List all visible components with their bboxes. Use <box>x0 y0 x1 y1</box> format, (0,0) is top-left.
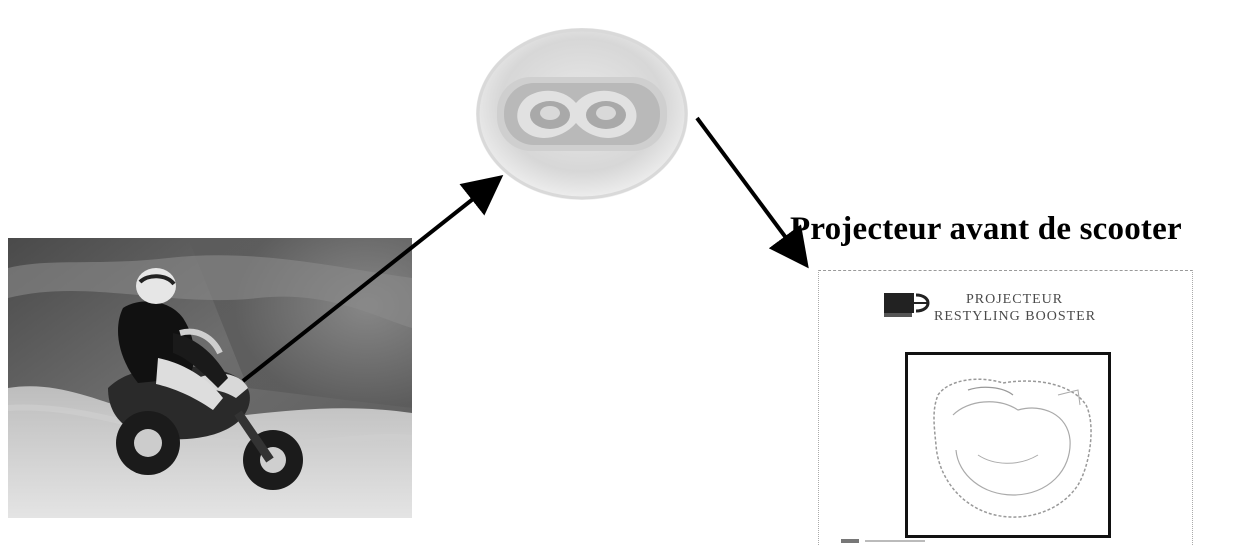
document-footer-mark <box>841 539 925 543</box>
headlight-image <box>472 25 692 203</box>
document-title-line1: PROJECTEUR <box>966 292 1064 307</box>
headlight-sketch <box>933 378 1092 518</box>
scooter-rider-photo <box>8 238 412 518</box>
document-drawing-frame <box>905 352 1111 538</box>
scooter-photo-graphic <box>8 238 412 518</box>
document-title-line2: RESTYLING BOOSTER <box>934 309 1097 324</box>
product-document: PROJECTEUR RESTYLING BOOSTER <box>818 270 1193 545</box>
headlight-graphic <box>476 28 688 200</box>
brand-logo-icon <box>884 293 930 317</box>
arrow-headlight-to-document <box>695 116 809 269</box>
document-title: PROJECTEUR RESTYLING BOOSTER <box>934 291 1164 325</box>
caption-title: Projecteur avant de scooter <box>790 211 1182 247</box>
